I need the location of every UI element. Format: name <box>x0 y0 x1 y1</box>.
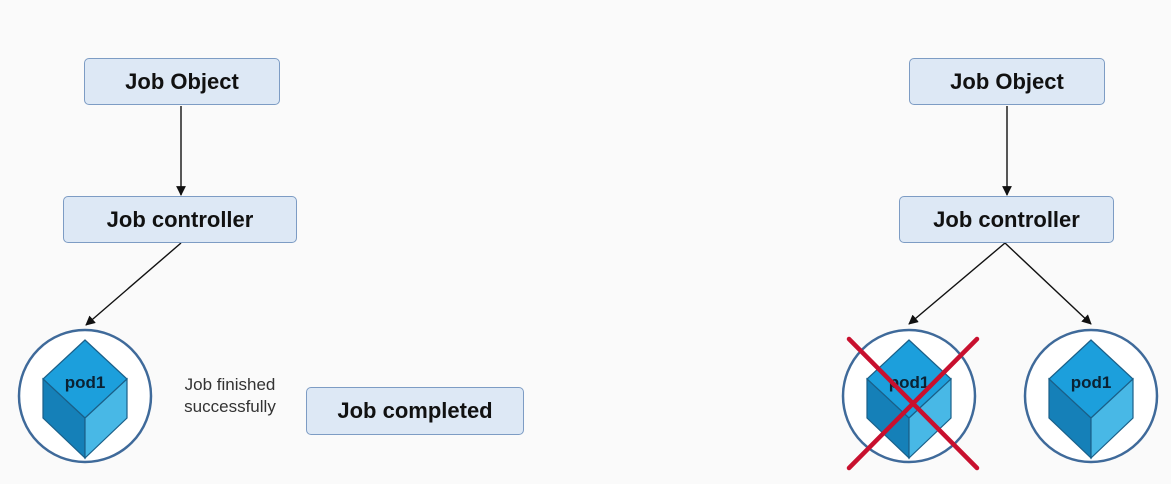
job-controller-box-right: Job controller <box>899 196 1114 243</box>
pod-node-new: pod1 <box>1023 328 1159 464</box>
pod-node-failed: pod1 <box>841 328 980 471</box>
pod-label: pod1 <box>65 373 106 392</box>
job-controller-box-left: Job controller <box>63 196 297 243</box>
pod-cube-icon <box>1048 339 1134 460</box>
failed-cross-icon <box>846 336 980 471</box>
note-line-2: successfully <box>184 397 276 416</box>
job-object-box-left: Job Object <box>84 58 280 105</box>
pod-cube-icon <box>42 339 128 460</box>
job-finished-note: Job finished successfully <box>160 374 300 418</box>
pod-label: pod1 <box>1071 373 1112 392</box>
note-line-1: Job finished <box>184 375 276 394</box>
job-object-box-right: Job Object <box>909 58 1105 105</box>
pod-node-left: pod1 <box>17 328 153 464</box>
job-completed-box: Job completed <box>306 387 524 435</box>
arrow-controller-to-new-pod <box>1004 242 1092 325</box>
arrow-controller-to-pod-left <box>85 242 182 326</box>
arrow-controller-to-failed-pod <box>908 242 1006 325</box>
